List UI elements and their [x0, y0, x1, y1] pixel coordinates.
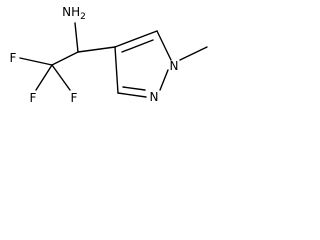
bond-c5-n1 — [156, 30, 172, 61]
bond-c4-c5 — [114, 30, 158, 48]
bond-n1-n2 — [159, 69, 169, 91]
bond-ch-cf3 — [51, 51, 79, 66]
bond-n1-methyl — [179, 46, 208, 61]
fluorine-label-2: F — [30, 91, 37, 105]
bond-c3-c4 — [114, 46, 119, 94]
amine-symbol: NH — [62, 5, 80, 19]
bond-n2-c3 — [117, 92, 147, 98]
amine-label: NH2 — [62, 5, 86, 22]
ring-nitrogen-2-label: N — [150, 90, 159, 104]
bond-cf3-f2 — [35, 64, 53, 91]
amine-subscript: 2 — [80, 12, 86, 22]
bond-ch-nh2 — [74, 22, 79, 53]
bond-cf3-f3 — [51, 64, 71, 91]
fluorine-label-1: F — [10, 51, 17, 65]
bond-cf3-f1 — [19, 57, 53, 66]
bond-c4-c5-double — [121, 39, 154, 53]
bond-ch-ring — [77, 46, 116, 53]
ring-nitrogen-1-label: N — [170, 59, 179, 73]
bond-c3-n2-double — [122, 86, 146, 91]
fluorine-label-3: F — [71, 91, 78, 105]
molecule-structure: NH2 F F F N N — [10, 5, 208, 105]
